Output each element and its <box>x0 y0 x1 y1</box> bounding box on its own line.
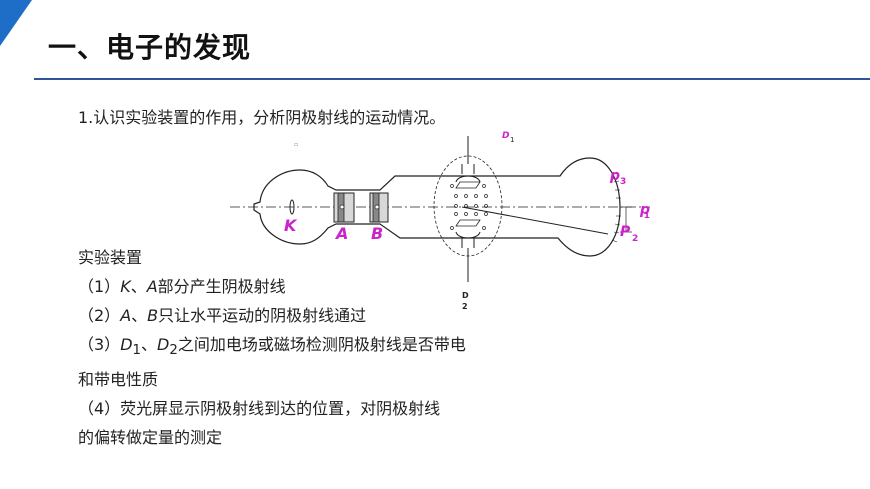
cathode-ray-tube-diagram: ▫ K A B D 1 D 2 p 3 p 1 P 2 <box>230 131 650 311</box>
label-b: B <box>371 224 383 243</box>
label-a: A <box>334 224 348 243</box>
list-item-continuation: 和带电性质 <box>78 370 159 390</box>
label-p1-sub: 1 <box>644 211 650 221</box>
label-p3-sub: 3 <box>620 177 626 187</box>
corner-decoration <box>0 0 32 46</box>
label-k: K <box>284 216 298 235</box>
label-d1: D <box>502 131 510 141</box>
explanation-list: 实验装置 （1）K、A部分产生阴极射线 （2）A、B只让水平运动的阴极射线通过 … <box>78 243 466 452</box>
intro-text: 1.认识实验装置的作用，分析阴极射线的运动情况。 <box>78 108 446 127</box>
list-item: （1）K、A部分产生阴极射线 <box>78 277 286 296</box>
label-p2-sub: 2 <box>632 234 638 244</box>
svg-text:▫: ▫ <box>294 141 298 148</box>
label-d2: D <box>462 291 469 300</box>
label-p1: p <box>639 202 650 218</box>
list-item: （3）D1、D2之间加电场或磁场检测阴极射线是否带电 <box>78 335 466 359</box>
list-item-continuation: 的偏转做定量的测定 <box>78 428 223 448</box>
label-p2: P <box>620 224 631 240</box>
list-item: （2）A、B只让水平运动的阴极射线通过 <box>78 306 367 325</box>
page-title: 一、电子的发现 <box>48 31 252 64</box>
label-d1-sub: 1 <box>510 136 514 144</box>
list-heading: 实验装置 <box>78 248 143 267</box>
list-item: （4）荧光屏显示阴极射线到达的位置，对阴极射线 <box>78 399 441 419</box>
label-d2-sub: 2 <box>462 302 468 311</box>
label-p3: p <box>609 168 620 184</box>
title-underline <box>34 78 870 80</box>
